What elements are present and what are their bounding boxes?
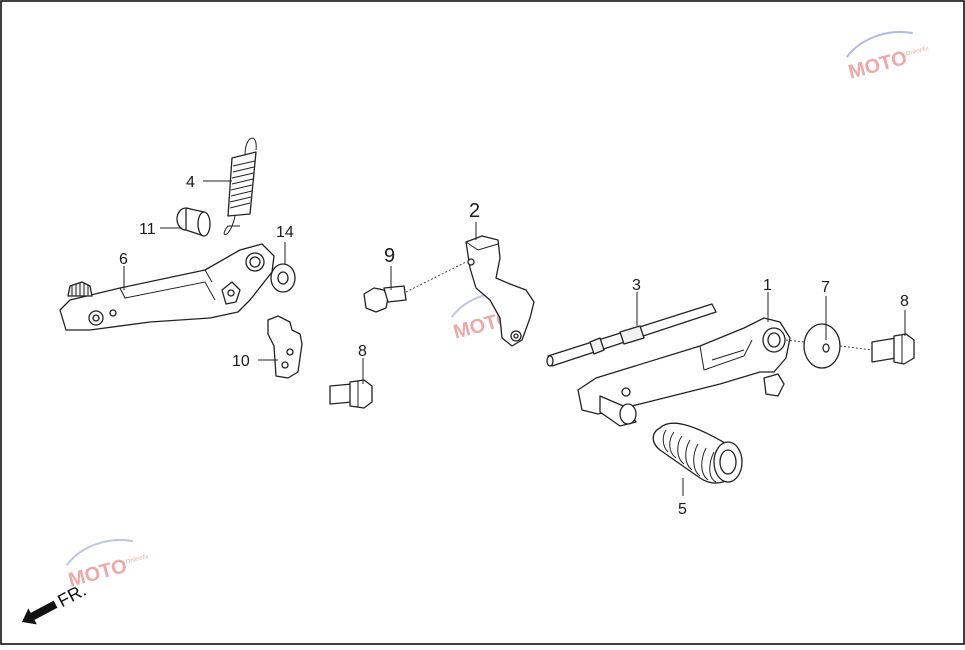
part-8-bolt-right bbox=[871, 333, 915, 365]
front-arrow-icon bbox=[22, 600, 58, 625]
part-14-washer bbox=[270, 263, 296, 293]
callout-9: 9 bbox=[384, 245, 395, 267]
part-3-shift-rod bbox=[546, 303, 717, 367]
callout-14: 14 bbox=[276, 224, 294, 241]
callout-2: 2 bbox=[469, 200, 480, 222]
callout-5: 5 bbox=[678, 501, 687, 518]
watermark-logo-subtext: Onlinefix bbox=[905, 46, 929, 58]
part-6-shift-lever-assembly bbox=[59, 243, 275, 331]
part-10-plate bbox=[267, 315, 303, 379]
callout-3: 3 bbox=[632, 277, 641, 294]
part-2-shift-arm bbox=[465, 235, 535, 347]
callout-7: 7 bbox=[821, 279, 830, 296]
assembly-line-1-7-8 bbox=[785, 339, 873, 351]
part-8-bolt-left bbox=[329, 379, 373, 409]
callout-10: 10 bbox=[232, 353, 250, 370]
callout-11: 11 bbox=[139, 221, 156, 238]
callout-1: 1 bbox=[763, 277, 772, 294]
callout-4: 4 bbox=[186, 174, 195, 191]
part-9-bolt bbox=[363, 285, 407, 313]
part-11-bushing bbox=[176, 207, 211, 237]
callout-6: 6 bbox=[119, 251, 128, 268]
watermark-logo-top-right: MOTO Onlinefix bbox=[845, 31, 929, 84]
callout-8-right: 8 bbox=[900, 293, 909, 310]
part-7-washer bbox=[803, 323, 841, 369]
front-direction-indicator: FR. bbox=[22, 580, 89, 625]
assembly-line-9-2 bbox=[405, 261, 467, 293]
leader-lines bbox=[123, 180, 906, 496]
watermark-logo-subtext: Onlinefix bbox=[125, 554, 149, 566]
part-1-shift-pedal bbox=[577, 317, 791, 427]
part-4-return-spring bbox=[223, 137, 257, 235]
callout-8-left: 8 bbox=[358, 343, 367, 360]
watermark-logo-text: MOTO bbox=[846, 47, 909, 84]
part-5-rubber-peg bbox=[652, 422, 743, 484]
